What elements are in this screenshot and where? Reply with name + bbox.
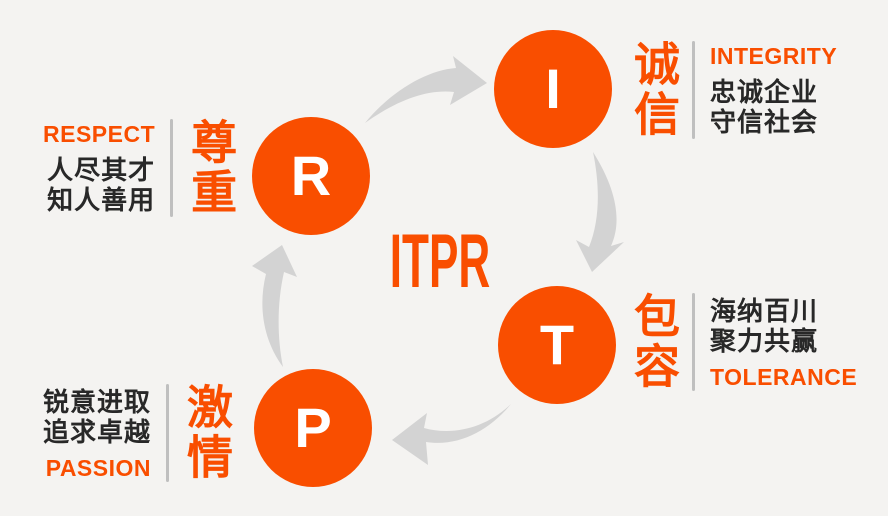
integrity-en-label: INTEGRITY [710, 42, 838, 69]
passion-description: 锐意进取 追求卓越 PASSION [43, 387, 151, 480]
circle-passion: P [254, 369, 372, 487]
tolerance-description: 海纳百川 聚力共赢 TOLERANCE [710, 296, 857, 389]
respect-en-label: RESPECT [43, 120, 156, 147]
diagram-title: ITPR [389, 219, 491, 304]
value-group-tolerance: 包容 海纳百川 聚力共赢 TOLERANCE [628, 292, 857, 392]
arrow-i-to-t-icon [576, 152, 624, 272]
circle-respect-letter: R [290, 144, 332, 207]
value-group-passion: 锐意进取 追求卓越 PASSION 激情 [43, 383, 234, 483]
arrow-r-to-i-icon [365, 56, 487, 123]
value-group-respect: RESPECT 人尽其才 知人善用 尊重 [43, 118, 238, 218]
respect-desc-line: 知人善用 [47, 184, 156, 215]
tolerance-desc-line: 聚力共赢 [710, 325, 819, 356]
integrity-description: INTEGRITY 忠诚企业 守信社会 [710, 44, 837, 137]
respect-description: RESPECT 人尽其才 知人善用 [43, 122, 155, 215]
arrow-t-to-p-icon [392, 404, 511, 465]
arrow-p-to-r-icon [252, 245, 297, 367]
respect-desc-line: 人尽其才 [47, 154, 156, 185]
circle-tolerance-letter: T [539, 313, 575, 376]
respect-cn-label: 尊重 [185, 118, 238, 218]
tolerance-desc-line: 海纳百川 [710, 295, 819, 326]
integrity-divider [692, 41, 695, 139]
circle-respect: R [252, 117, 370, 235]
passion-divider [166, 384, 170, 482]
integrity-cn-label: 诚信 [628, 40, 680, 140]
passion-en-label: PASSION [45, 454, 152, 481]
passion-desc-line: 追求卓越 [43, 416, 152, 447]
passion-desc-line: 锐意进取 [43, 386, 152, 417]
integrity-desc-line: 忠诚企业 [710, 76, 819, 107]
circle-passion-letter: P [294, 396, 332, 459]
tolerance-cn-label: 包容 [628, 292, 680, 392]
circle-tolerance: T [498, 286, 616, 404]
integrity-desc-line: 守信社会 [710, 106, 819, 137]
tolerance-divider [692, 293, 695, 391]
circle-integrity: I [494, 30, 612, 148]
value-group-integrity: 诚信 INTEGRITY 忠诚企业 守信社会 [628, 40, 837, 140]
tolerance-en-label: TOLERANCE [710, 363, 858, 390]
respect-divider [170, 119, 174, 217]
passion-cn-label: 激情 [181, 383, 234, 483]
circle-integrity-letter: I [545, 57, 561, 120]
